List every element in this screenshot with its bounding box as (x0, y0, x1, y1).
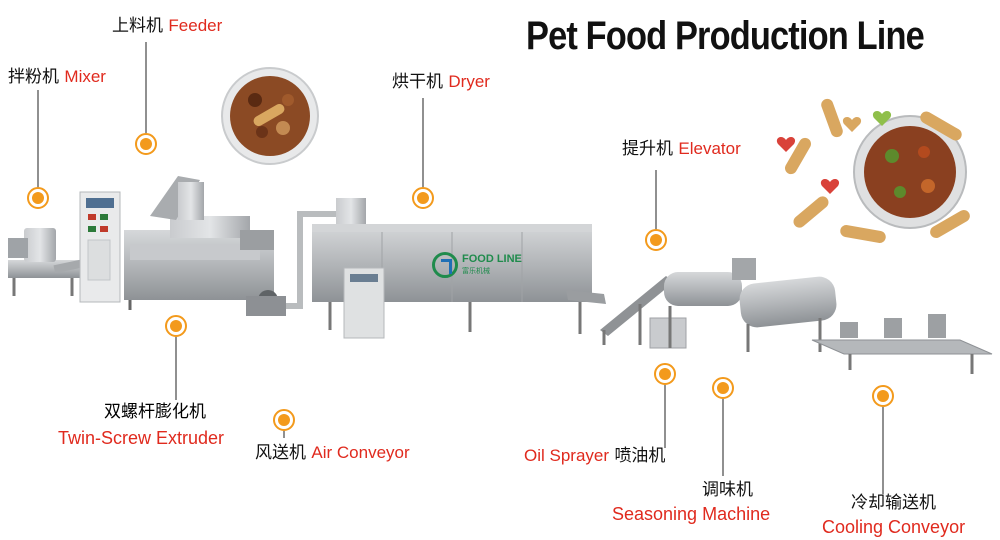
elevator-marker (645, 229, 667, 251)
feeder-marker (135, 133, 157, 155)
leader-lines (37, 42, 884, 494)
brand-logo: FOOD LINE 富乐机械 (432, 252, 522, 278)
air-conveyor-marker (273, 409, 295, 431)
feeder-label-zh: 上料机 (112, 16, 163, 36)
oil-sprayer-label-en: Oil Sprayer (524, 446, 610, 465)
kibble-bowl-image (221, 67, 319, 165)
extruder-label-zh: 双螺杆膨化机 (104, 402, 206, 422)
air-conveyor-label-en: Air Conveyor (311, 443, 410, 462)
cooling-label-zh: 冷却输送机 (851, 493, 936, 513)
mixer-marker (27, 187, 49, 209)
logo-name: FOOD LINE (462, 253, 522, 265)
extruder-label-en: Twin-Screw Extruder (58, 428, 225, 448)
cooling-label-en: Cooling Conveyor (822, 517, 966, 537)
seasoning-drum-machine (732, 258, 837, 352)
elevator-label: 提升机 Elevator (622, 139, 741, 159)
elevator-label-en: Elevator (678, 139, 741, 158)
dryer-label-zh: 烘干机 (392, 72, 443, 92)
feeder-label: 上料机 Feeder (112, 16, 222, 36)
feeder-label-en: Feeder (168, 16, 223, 35)
extruder-marker (165, 315, 187, 337)
dog-food-bowl-image (776, 98, 970, 243)
seasoning-marker (712, 377, 734, 399)
mixer-machine (8, 228, 87, 296)
extruder-machine (124, 176, 274, 310)
air-conveyor-machine (246, 211, 340, 316)
elevator-machine (600, 276, 674, 345)
cooling-conveyor-machine (811, 314, 993, 374)
seasoning-label-en: Seasoning Machine (612, 504, 771, 524)
page-title: Pet Food Production Line (526, 14, 925, 58)
oil-sprayer-label-zh: 喷油机 (614, 446, 666, 466)
dryer-label: 烘干机 Dryer (392, 72, 490, 92)
cooling-marker (872, 385, 894, 407)
mixer-label-zh: 拌粉机 (8, 67, 59, 87)
seasoning-label-zh: 调味机 (702, 480, 753, 500)
mixer-label-en: Mixer (64, 67, 106, 86)
control-cabinet (79, 191, 121, 303)
logo-subtitle: 富乐机械 (462, 267, 490, 275)
mixer-label: 拌粉机 Mixer (8, 67, 106, 87)
oil-sprayer-label: Oil Sprayer 喷油机 (524, 446, 665, 466)
dryer-marker (412, 187, 434, 209)
oil-sprayer-machine (649, 272, 742, 349)
dryer-label-en: Dryer (448, 72, 490, 91)
oil-sprayer-marker (654, 363, 676, 385)
logo-mark-icon (432, 252, 458, 278)
air-conveyor-label-zh: 风送机 (255, 443, 306, 463)
elevator-label-zh: 提升机 (622, 139, 673, 159)
air-conveyor-label: 风送机 Air Conveyor (255, 443, 410, 463)
